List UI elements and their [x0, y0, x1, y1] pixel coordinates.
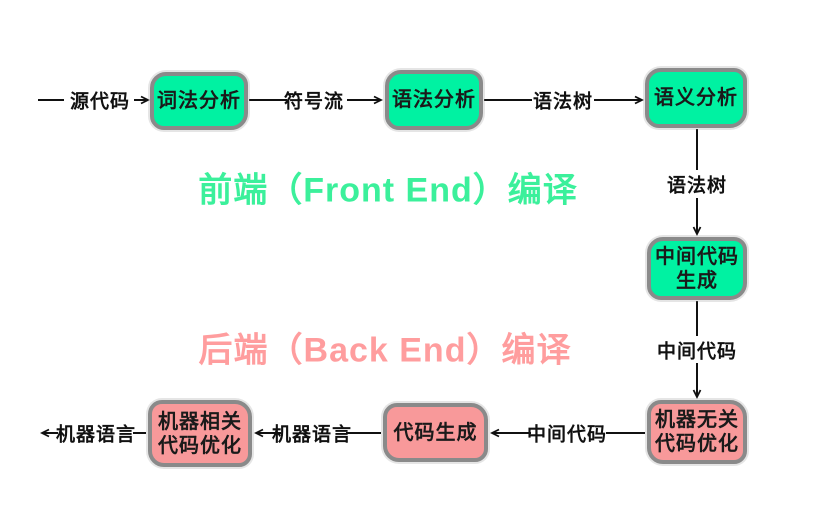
edge-label-machine-language-out: 机器语言	[55, 424, 137, 446]
node-machine-independent-optimization: 机器无关 代码优化	[647, 400, 747, 464]
node-semantic-analysis: 语义分析	[645, 68, 747, 128]
edge-label-syntax-tree-down: 语法树	[666, 175, 728, 197]
node-machine-dependent-optimization: 机器相关 代码优化	[148, 400, 252, 467]
edge-label-intermediate-code-bottom: 中间代码	[526, 424, 608, 446]
node-lexical-analysis: 词法分析	[150, 72, 248, 130]
edge-label-machine-language-mid: 机器语言	[271, 424, 353, 446]
node-syntax-analysis: 语法分析	[385, 70, 483, 130]
node-intermediate-code-generation: 中间代码 生成	[647, 237, 747, 300]
front-end-title: 前端（Front End）编译	[198, 171, 578, 210]
back-end-title: 后端（Back End）编译	[198, 331, 572, 370]
edge-label-token-stream: 符号流	[283, 91, 345, 113]
edge-label-intermediate-code-down: 中间代码	[656, 341, 738, 363]
edge-label-syntax-tree-top: 语法树	[532, 91, 594, 113]
edge-label-source-code: 源代码	[69, 91, 131, 113]
node-code-generation: 代码生成	[383, 403, 488, 462]
